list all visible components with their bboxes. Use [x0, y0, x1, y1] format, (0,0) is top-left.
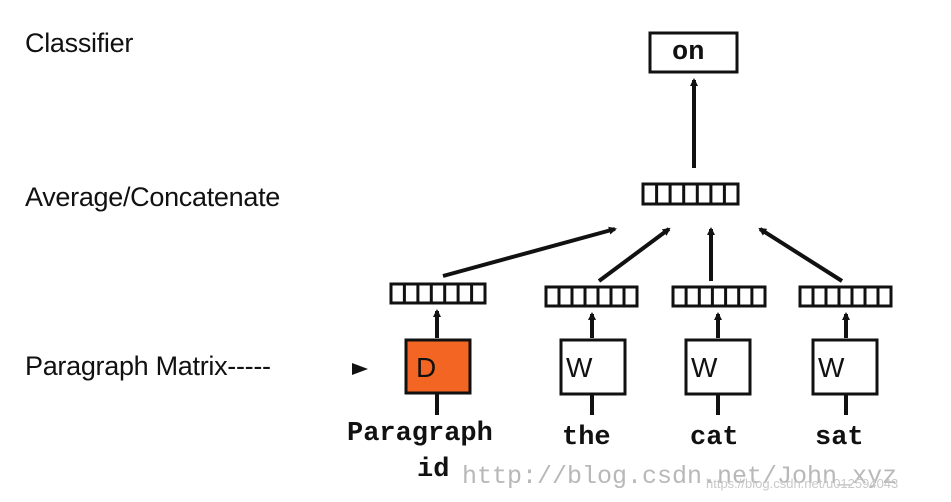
input-word-paragraph-id: id: [417, 455, 450, 485]
paragraph-matrix-label: Paragraph Matrix-----: [25, 351, 271, 381]
arrow-sat-to-average: [758, 227, 844, 283]
word-matrix-letter-cat: W: [691, 352, 718, 383]
paragraph-matrix-arrowhead: [352, 363, 368, 375]
input-word-the: the: [562, 423, 611, 453]
word-matrix-letter-the: W: [566, 352, 593, 383]
word-matrix-letter-sat: W: [818, 352, 845, 383]
classifier-label: Classifier: [25, 28, 134, 58]
input-word-paragraph: Paragraph: [347, 419, 493, 449]
output-box: [648, 31, 739, 74]
arrow-the-to-average: [597, 227, 671, 283]
input-word-sat: sat: [815, 423, 864, 453]
arrow-paragraph-to-average: [442, 226, 617, 278]
average-label: Average/Concatenate: [25, 182, 280, 212]
word-matrix-box-sat: [811, 338, 879, 396]
average-vector: [641, 182, 740, 206]
input-word-cat: cat: [690, 423, 739, 453]
paragraph-matrix-box: [404, 338, 472, 395]
output-word: on: [672, 38, 705, 68]
the-hidden-vector: [544, 285, 639, 308]
word-matrix-box-the: [559, 338, 627, 396]
watermark-large: http://blog.csdn.net/John_xyz: [462, 462, 898, 491]
sat-hidden-vector: [798, 285, 893, 308]
paragraph-matrix-letter: D: [416, 352, 436, 383]
paragraph-hidden-vector: [389, 282, 487, 305]
cat-hidden-vector: [671, 285, 767, 308]
watermark-small: https://blog.csdn.net/u012594043: [706, 476, 899, 491]
